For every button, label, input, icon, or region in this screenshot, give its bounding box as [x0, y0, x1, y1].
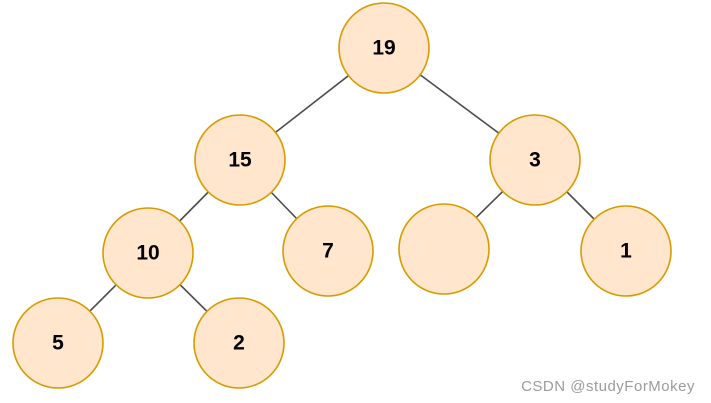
tree-node-label: 15	[228, 149, 252, 172]
tree-node-label: 5	[52, 332, 64, 355]
watermark: CSDN @studyForMokey	[521, 378, 695, 395]
tree-node-label: 1	[620, 240, 632, 263]
tree-node-label: 10	[136, 242, 159, 265]
tree-node-5: 5	[12, 297, 104, 389]
tree-node-10: 10	[102, 207, 194, 299]
tree-node-7: 7	[282, 205, 374, 297]
tree-node-circle	[580, 205, 672, 297]
tree-node-15: 15	[194, 114, 286, 206]
tree-node-circle	[12, 297, 104, 389]
tree-node-3: 3	[489, 114, 581, 206]
tree-node-circle	[398, 203, 490, 295]
tree-node-label: 19	[372, 37, 395, 60]
tree-node-label: 3	[529, 149, 541, 172]
tree-node-circle	[193, 297, 285, 389]
tree-node-empty	[398, 203, 490, 295]
tree-node-circle	[338, 2, 430, 94]
tree-node-label: 7	[322, 240, 334, 263]
tree-node-circle	[282, 205, 374, 297]
tree-node-label: 2	[233, 332, 245, 355]
tree-node-2: 2	[193, 297, 285, 389]
tree-node-circle	[489, 114, 581, 206]
tree-node-1: 1	[580, 205, 672, 297]
tree-node-19: 19	[338, 2, 430, 94]
tree-node-circle	[194, 114, 286, 206]
tree-node-circle	[102, 207, 194, 299]
